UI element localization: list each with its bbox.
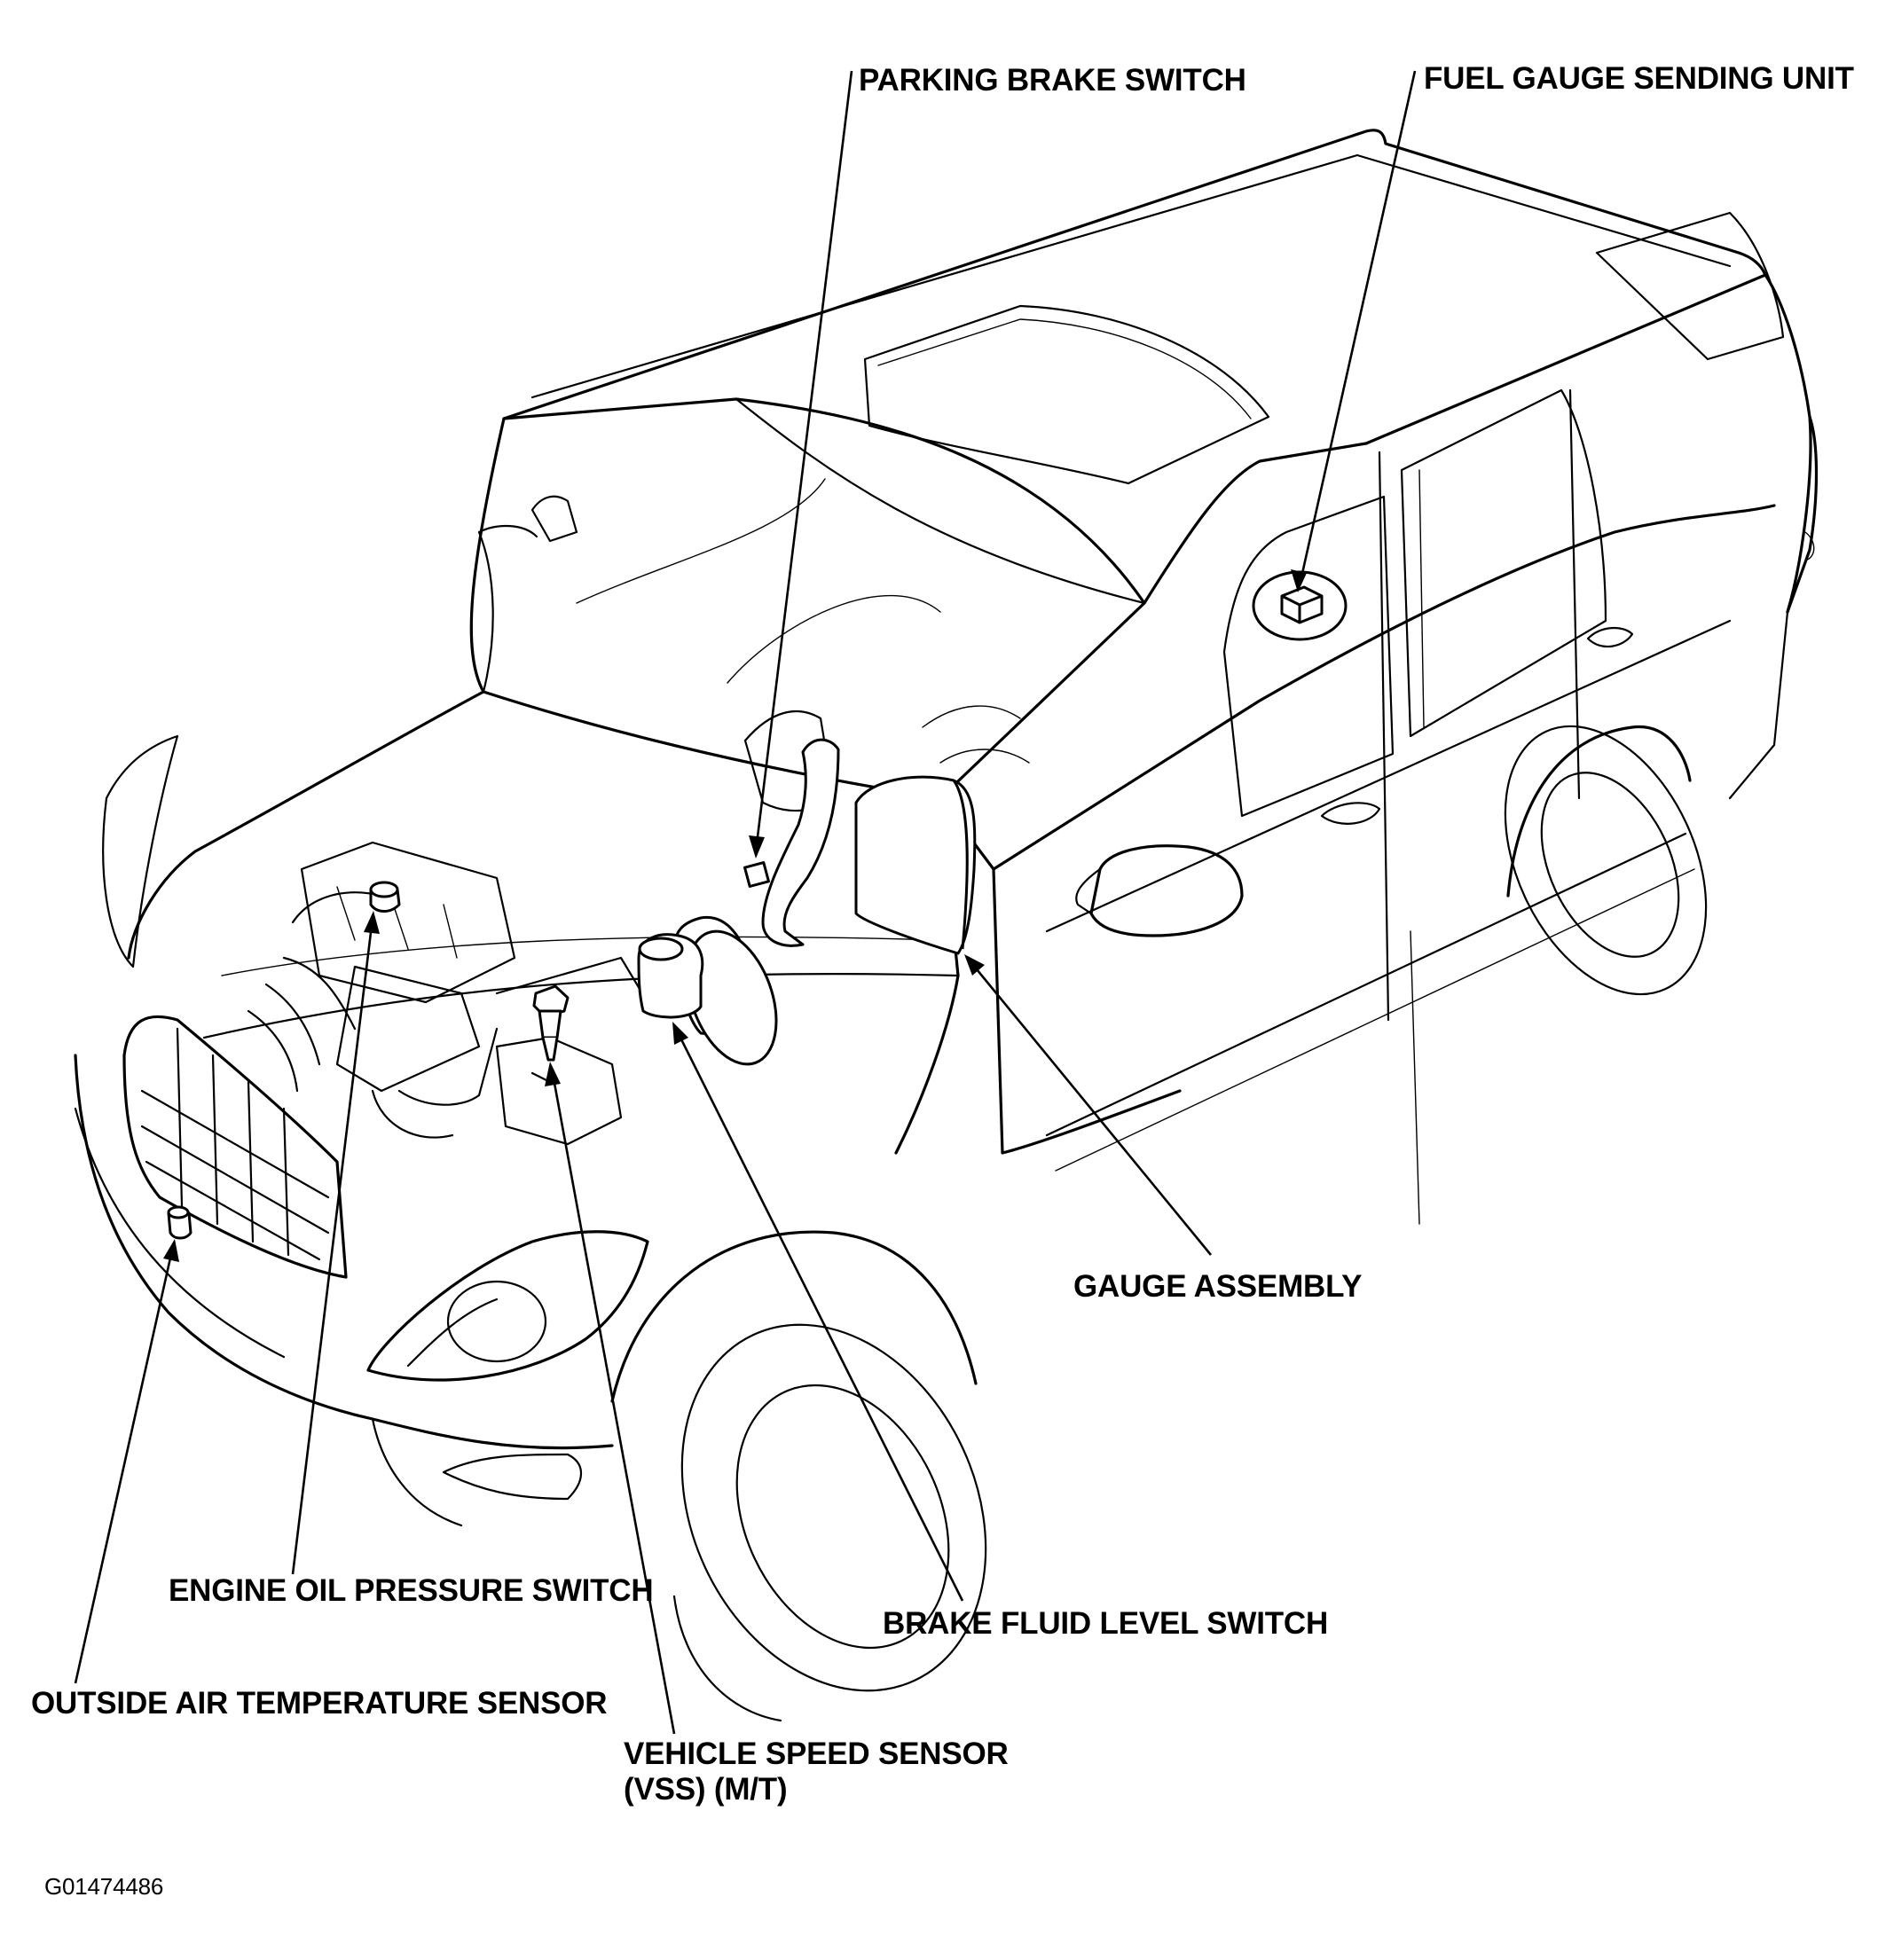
arrowhead-parking-brake-switch [749, 835, 765, 858]
leader-gauge-assembly [967, 959, 1213, 1256]
callout-outside-air-temperature-sensor: OUTSIDE AIR TEMPERATURE SENSOR [31, 1686, 608, 1721]
callout-vehicle-speed-sensor-suffix: (VSS) (M/T) [624, 1772, 788, 1807]
leader-parking-brake-switch [754, 70, 853, 852]
parking-brake-switch-icon [743, 861, 770, 888]
outside-air-temperature-sensor-icon [167, 1205, 193, 1240]
gauge-assembly-icon [854, 775, 977, 955]
callout-leaders [74, 70, 1417, 1735]
arrowhead-brake-fluid-level-switch [672, 1022, 688, 1045]
arrowhead-outside-air-temperature-sensor [163, 1239, 179, 1262]
leader-brake-fluid-level-switch [674, 1028, 964, 1602]
callout-parking-brake-switch: PARKING BRAKE SWITCH [859, 63, 1246, 98]
callout-brake-fluid-level-switch: BRAKE FLUID LEVEL SWITCH [883, 1606, 1329, 1641]
engine-oil-pressure-switch-icon [369, 881, 401, 913]
arrowhead-fuel-gauge-sending-unit [1291, 569, 1307, 592]
leader-fuel-gauge-sending-unit [1298, 70, 1417, 586]
callout-vehicle-speed-sensor: VEHICLE SPEED SENSOR [624, 1737, 1009, 1771]
parking-brake-lever-icon [761, 738, 840, 947]
arrowhead-gauge-assembly [964, 954, 985, 976]
leader-vehicle-speed-sensor [550, 1068, 676, 1735]
callout-gauge-assembly: GAUGE ASSEMBLY [1073, 1269, 1363, 1304]
suv-outline-drawing [74, 129, 1819, 1722]
arrowhead-engine-oil-pressure-switch [364, 911, 380, 934]
callout-fuel-gauge-sending-unit: FUEL GAUGE SENDING UNIT [1424, 61, 1854, 96]
fuel-gauge-sending-unit-icon [1252, 570, 1348, 641]
leader-engine-oil-pressure-switch [291, 917, 374, 1575]
brake-fluid-reservoir-icon [637, 915, 778, 1066]
arrowhead-vehicle-speed-sensor [545, 1062, 561, 1086]
component-parts [167, 570, 1348, 1240]
leader-outside-air-temperature-sensor [74, 1245, 175, 1684]
vehicle-speed-sensor-icon [532, 984, 570, 1062]
figure-code: G01474486 [44, 1873, 164, 1900]
callout-engine-oil-pressure-switch: ENGINE OIL PRESSURE SWITCH [169, 1573, 654, 1608]
